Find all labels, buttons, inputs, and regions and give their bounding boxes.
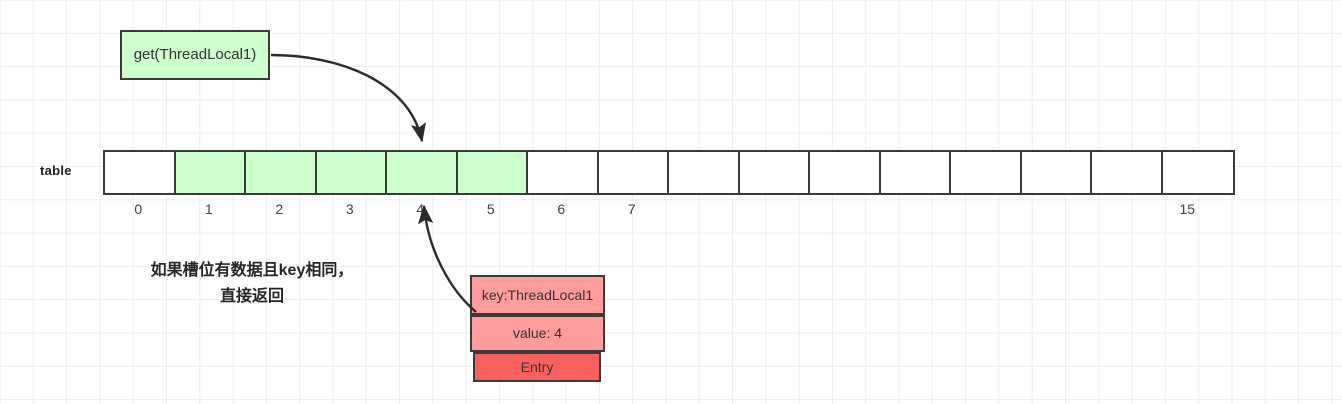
table-cell-3[interactable] [316, 152, 387, 193]
annotation-note: 如果槽位有数据且key相同， 直接返回 [112, 258, 392, 311]
index-label-6: 6 [557, 201, 566, 217]
index-label-15: 15 [1179, 201, 1196, 217]
entry-type-label: Entry [520, 358, 554, 375]
annotation-line-1: 如果槽位有数据且key相同， [150, 262, 354, 279]
table-cell-8[interactable] [669, 152, 740, 193]
table-cell-9[interactable] [739, 152, 810, 193]
table-cell-11[interactable] [880, 152, 951, 193]
entry-key-box[interactable]: key:ThreadLocal1 [470, 275, 605, 315]
entry-value-label: value: 4 [512, 325, 563, 342]
table-cell-13[interactable] [1021, 152, 1092, 193]
table-array [103, 150, 1235, 195]
table-cell-10[interactable] [810, 152, 881, 193]
table-cell-1[interactable] [175, 152, 246, 193]
entry-type-box[interactable]: Entry [473, 352, 601, 382]
table-label: table [40, 163, 72, 178]
entry-value-box[interactable]: value: 4 [470, 315, 605, 352]
table-cell-2[interactable] [246, 152, 317, 193]
table-cell-7[interactable] [598, 152, 669, 193]
index-label-2: 2 [275, 201, 284, 217]
get-call-box[interactable]: get(ThreadLocal1) [120, 30, 270, 80]
entry-key-label: key:ThreadLocal1 [481, 286, 594, 303]
table-cell-5[interactable] [457, 152, 528, 193]
index-label-5: 5 [486, 201, 495, 217]
index-label-0: 0 [134, 201, 143, 217]
arrow-entry-to-slot [417, 204, 477, 313]
get-call-label: get(ThreadLocal1) [133, 46, 257, 63]
index-label-1: 1 [204, 201, 213, 217]
index-label-3: 3 [345, 201, 354, 217]
arrow-get-to-slot [270, 53, 426, 143]
table-cell-12[interactable] [951, 152, 1022, 193]
index-label-4: 4 [416, 201, 425, 217]
table-cell-4[interactable] [387, 152, 458, 193]
table-cell-6[interactable] [528, 152, 599, 193]
table-cell-15[interactable] [1162, 152, 1233, 193]
annotation-line-2: 直接返回 [219, 288, 284, 306]
index-label-7: 7 [627, 201, 636, 217]
table-cell-14[interactable] [1092, 152, 1163, 193]
table-cell-0[interactable] [105, 152, 176, 193]
